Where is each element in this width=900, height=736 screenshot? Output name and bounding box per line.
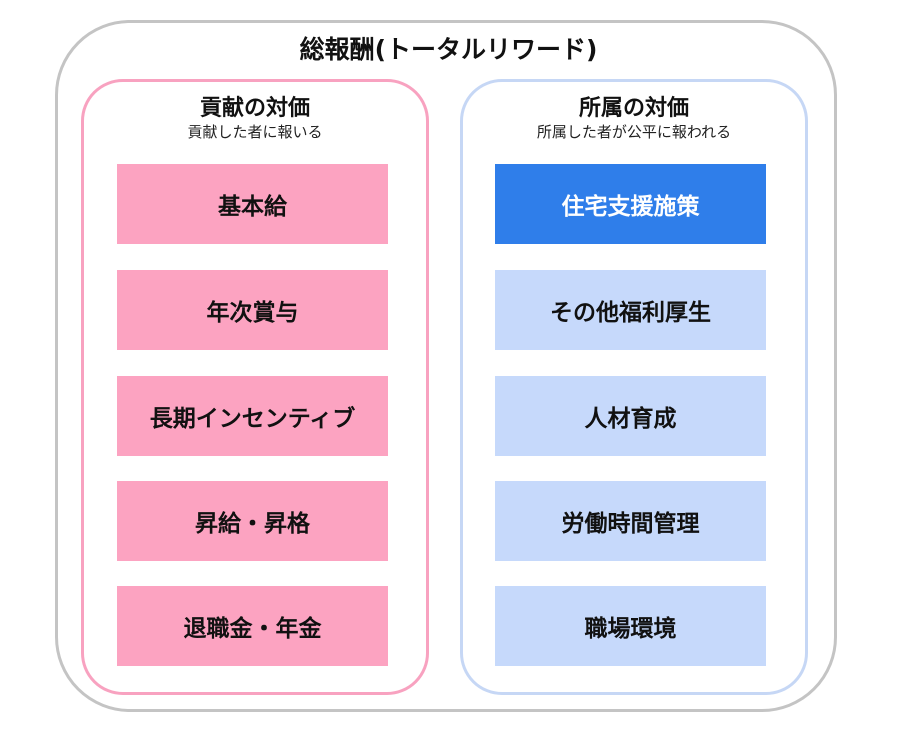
membership-panel: [460, 79, 808, 695]
right-item: 職場環境: [495, 586, 766, 666]
total-reward-frame: [55, 20, 837, 712]
right-item: 人材育成: [495, 376, 766, 456]
left-item: 基本給: [117, 164, 388, 244]
membership-subtitle: 所属した者が公平に報われる: [536, 123, 732, 141]
diagram-title: 総報酬(トータルリワード): [299, 35, 598, 64]
right-item: その他福利厚生: [495, 270, 766, 350]
membership-heading: 所属の対価: [578, 96, 689, 121]
left-item: 年次賞与: [117, 270, 388, 350]
contribution-heading: 貢献の対価: [199, 96, 310, 121]
contribution-subtitle: 貢献した者に報いる: [187, 123, 323, 141]
left-item: 長期インセンティブ: [117, 376, 388, 456]
left-item: 退職金・年金: [117, 586, 388, 666]
contribution-panel: [81, 79, 429, 695]
right-item: 労働時間管理: [495, 481, 766, 561]
right-item-highlighted: 住宅支援施策: [495, 164, 766, 244]
left-item: 昇給・昇格: [117, 481, 388, 561]
